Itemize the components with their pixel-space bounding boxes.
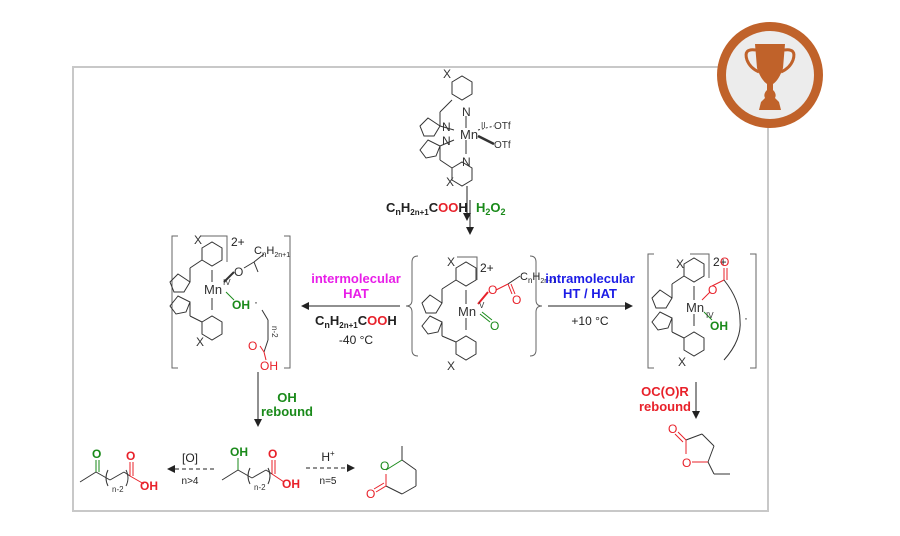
ester-o: O bbox=[708, 283, 717, 297]
acid-oh: OH bbox=[140, 479, 158, 493]
acid-oh: OH bbox=[282, 477, 300, 491]
repeat-index: n-2 bbox=[112, 485, 124, 494]
oxidation-state: IV bbox=[706, 311, 714, 320]
brace-left bbox=[405, 255, 543, 357]
ester-o: O bbox=[234, 265, 243, 279]
substituent-x: X bbox=[194, 233, 202, 247]
n-atom: N bbox=[442, 134, 451, 148]
intramolecular-label: intramolecular bbox=[545, 271, 635, 286]
hydroxo-ligand: OH bbox=[232, 298, 250, 312]
oh-rebound-line1: OH bbox=[277, 390, 297, 405]
substituent-x: X bbox=[447, 359, 455, 373]
repeat-index: n-2 bbox=[254, 483, 266, 492]
left-reagent: CnH2n+1COOH bbox=[315, 313, 397, 330]
carboxylate-o: O bbox=[488, 283, 497, 297]
carbonyl-o: O bbox=[720, 255, 729, 269]
acid-o: O bbox=[126, 449, 135, 463]
oxidant-h2o2: H2O2 bbox=[476, 200, 506, 217]
metal-mn: Mn bbox=[204, 282, 222, 297]
oxidation-state: V bbox=[479, 301, 485, 310]
substituent-x: X bbox=[196, 335, 204, 349]
hydroxy-acid bbox=[221, 458, 285, 485]
metal-mn: Mn bbox=[686, 300, 704, 315]
hydroxo-ligand: OH bbox=[710, 319, 728, 333]
substituent-x: X bbox=[678, 355, 686, 369]
n-atom: N bbox=[442, 120, 451, 134]
lactone-ring-o: O bbox=[682, 456, 691, 470]
oxidation-state: IV bbox=[223, 278, 231, 287]
alkyl-chain: CnH2n+1 bbox=[520, 271, 556, 285]
hydroxyl-oh: OH bbox=[230, 445, 248, 459]
award-badge bbox=[717, 22, 823, 128]
oh-rebound-line2: rebound bbox=[261, 404, 313, 419]
mn-iv-oh-complex bbox=[169, 241, 269, 361]
charge-label: 2+ bbox=[231, 235, 245, 249]
scheme-frame bbox=[72, 66, 769, 512]
alkyl-chain: CnH2n+1 bbox=[254, 245, 290, 259]
metal-mn: Mn bbox=[460, 127, 478, 142]
carbonyl-o: O bbox=[512, 293, 521, 307]
mn-iv-carboxylate-complex bbox=[651, 257, 741, 361]
lactone-carbonyl-o: O bbox=[668, 422, 677, 436]
mn-v-oxo-complex bbox=[421, 261, 521, 361]
acid-oh: OH bbox=[260, 359, 278, 373]
right-temperature: +10 °C bbox=[571, 314, 608, 328]
ocor-rebound-line2: rebound bbox=[639, 399, 691, 414]
delta-lactone bbox=[373, 446, 417, 495]
acid-o: O bbox=[248, 339, 257, 353]
lactone-ring-o: O bbox=[380, 459, 389, 473]
metal-mn: Mn bbox=[458, 304, 476, 319]
charge-label: 2+ bbox=[480, 261, 494, 275]
mn-ii-complex bbox=[419, 75, 495, 187]
radical-dot: · bbox=[744, 311, 748, 325]
keto-acid bbox=[79, 460, 145, 487]
oxidation-state: II bbox=[481, 121, 485, 130]
step1-reagent: CnH2n+1COOH bbox=[386, 200, 468, 217]
acid-condition: n=5 bbox=[320, 476, 337, 487]
charge-label: 2+ bbox=[713, 255, 727, 269]
hat-label: HAT bbox=[343, 286, 369, 301]
right-brackets bbox=[647, 253, 757, 369]
n-atom: N bbox=[462, 155, 471, 169]
acid-o: O bbox=[268, 447, 277, 461]
ketone-o: O bbox=[92, 447, 101, 461]
substituent-x-top: X bbox=[443, 67, 451, 81]
n-atom: N bbox=[462, 105, 471, 119]
gamma-lactone bbox=[674, 431, 730, 475]
substituent-x: X bbox=[676, 257, 684, 271]
acid-reagent: H+ bbox=[321, 449, 335, 464]
ht-hat-label: HT / HAT bbox=[563, 286, 617, 301]
otf-ligand: OTf bbox=[494, 121, 511, 132]
substituent-x-bottom: X bbox=[446, 175, 454, 189]
ocor-rebound-line1: OC(O)R bbox=[641, 384, 689, 399]
left-brackets bbox=[171, 235, 291, 369]
substituent-x: X bbox=[447, 255, 455, 269]
oxidation-reagent: [O] bbox=[182, 451, 198, 465]
oxo-ligand: O bbox=[490, 319, 499, 333]
radical-dot: · bbox=[254, 295, 258, 309]
oxidation-condition: n>4 bbox=[182, 476, 199, 487]
intermolecular-label: intermolecular bbox=[311, 271, 401, 286]
trophy-icon bbox=[744, 44, 796, 110]
lactone-carbonyl-o: O bbox=[366, 487, 375, 501]
repeat-index: n-2 bbox=[270, 326, 279, 338]
left-temperature: -40 °C bbox=[339, 333, 373, 347]
otf-ligand: OTf bbox=[494, 140, 511, 151]
